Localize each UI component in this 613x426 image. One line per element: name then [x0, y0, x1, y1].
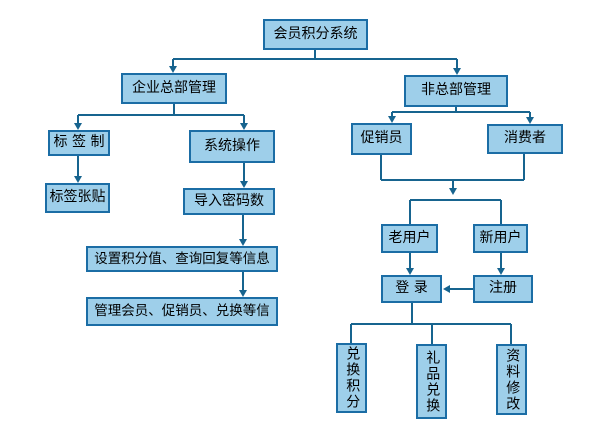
node-login: 登 录: [381, 275, 442, 303]
node-manage-members: 管理会员、促销员、兑换等信: [86, 297, 278, 326]
arrowhead-to-labelpost: [74, 176, 82, 183]
arrowhead-to-login: [406, 268, 414, 275]
arrowhead-register-to-login: [443, 285, 450, 293]
node-old-user: 老用户: [381, 224, 438, 253]
node-label-posting: 标签张贴: [45, 183, 110, 213]
arrowhead-to-manage: [239, 290, 247, 297]
arrowhead-to-register: [497, 268, 505, 275]
arrowhead-to-import: [240, 181, 248, 188]
node-register: 注册: [473, 275, 533, 303]
node-consumer: 消费者: [487, 124, 563, 154]
arrowhead-to-hq: [169, 66, 177, 73]
node-gift-exchange: 礼品兑换: [416, 344, 447, 419]
arrowhead-to-setpoints: [239, 239, 247, 246]
connector-nonhq-split: [391, 107, 531, 117]
arrowhead-to-sysop: [240, 123, 248, 130]
connector-user-split: [409, 199, 502, 224]
node-member-points-system: 会员积分系统: [263, 19, 368, 50]
arrowhead-to-consumer: [526, 117, 534, 124]
node-profile-modify: 资料修改: [496, 344, 527, 415]
node-system-operation: 系统操作: [189, 130, 275, 163]
arrowhead-merge-down: [449, 188, 457, 195]
node-exchange-points: 兑换积分: [336, 343, 367, 413]
node-set-points-query: 设置积分值、查询回复等信息: [86, 246, 278, 272]
node-new-user: 新用户: [473, 224, 528, 253]
node-promoter: 促销员: [351, 123, 412, 155]
arrowhead-to-promoter: [388, 116, 396, 123]
arrowhead-to-nonhq: [453, 68, 461, 75]
arrowhead-to-labelmake: [74, 123, 82, 130]
connector-merge: [380, 154, 525, 188]
connector-hq-split: [77, 104, 245, 123]
connector-root-split: [172, 50, 458, 68]
node-non-hq-management: 非总部管理: [404, 75, 508, 107]
node-hq-management: 企业总部管理: [121, 73, 227, 104]
connector-login-split: [350, 303, 512, 344]
node-label-making: 标 签 制: [48, 130, 110, 156]
node-import-passwords: 导入密码数: [183, 188, 275, 215]
